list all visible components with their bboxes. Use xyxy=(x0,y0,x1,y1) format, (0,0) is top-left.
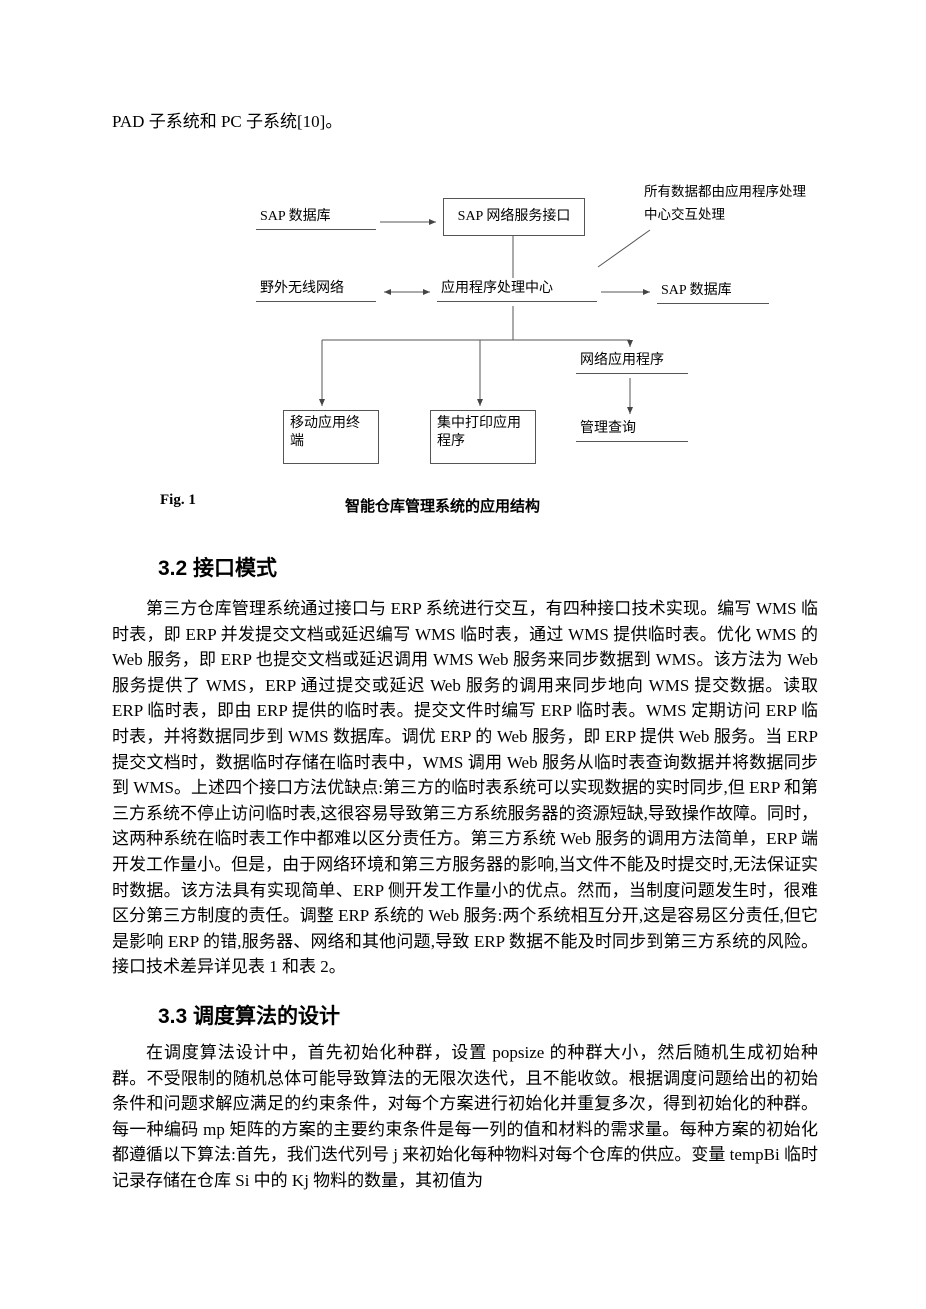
node-sap-database-right: SAP 数据库 xyxy=(657,282,769,304)
node-management-query: 管理查询 xyxy=(576,420,688,442)
node-web-application: 网络应用程序 xyxy=(576,352,688,374)
node-sap-database-left: SAP 数据库 xyxy=(256,208,376,230)
figure-1-diagram: SAP 数据库 SAP 网络服务接口 所有数据都由应用程序处理 中心交互处理 野… xyxy=(0,170,926,500)
section-heading-3-3: 3.3 调度算法的设计 xyxy=(158,1005,341,1028)
node-mobile-app-terminal: 移动应用终端 xyxy=(283,410,379,464)
diagram-connectors xyxy=(319,219,651,414)
node-field-wireless-network: 野外无线网络 xyxy=(256,280,376,302)
node-app-processing-center: 应用程序处理中心 xyxy=(437,280,597,302)
annotation-callout-line xyxy=(597,229,651,268)
section-body-3-2: 第三方仓库管理系统通过接口与 ERP 系统进行交互，有四种接口技术实现。编写 W… xyxy=(112,599,818,977)
figure-caption: 智能仓库管理系统的应用结构 xyxy=(345,498,541,515)
node-sap-web-service-interface: SAP 网络服务接口 xyxy=(443,198,585,236)
figure-label: Fig. 1 xyxy=(160,492,196,508)
annotation-line-2: 中心交互处理 xyxy=(644,207,725,222)
section-heading-3-2: 3.2 接口模式 xyxy=(158,557,278,580)
diagram-annotation: 所有数据都由应用程序处理 中心交互处理 xyxy=(644,180,814,226)
section-body-3-3: 在调度算法设计中，首先初始化种群，设置 popsize 的种群大小，然后随机生成… xyxy=(112,1043,818,1190)
node-central-print-app: 集中打印应用程序 xyxy=(430,410,536,464)
annotation-line-1: 所有数据都由应用程序处理 xyxy=(644,184,806,199)
intro-text: PAD 子系统和 PC 子系统[10]。 xyxy=(112,112,343,131)
